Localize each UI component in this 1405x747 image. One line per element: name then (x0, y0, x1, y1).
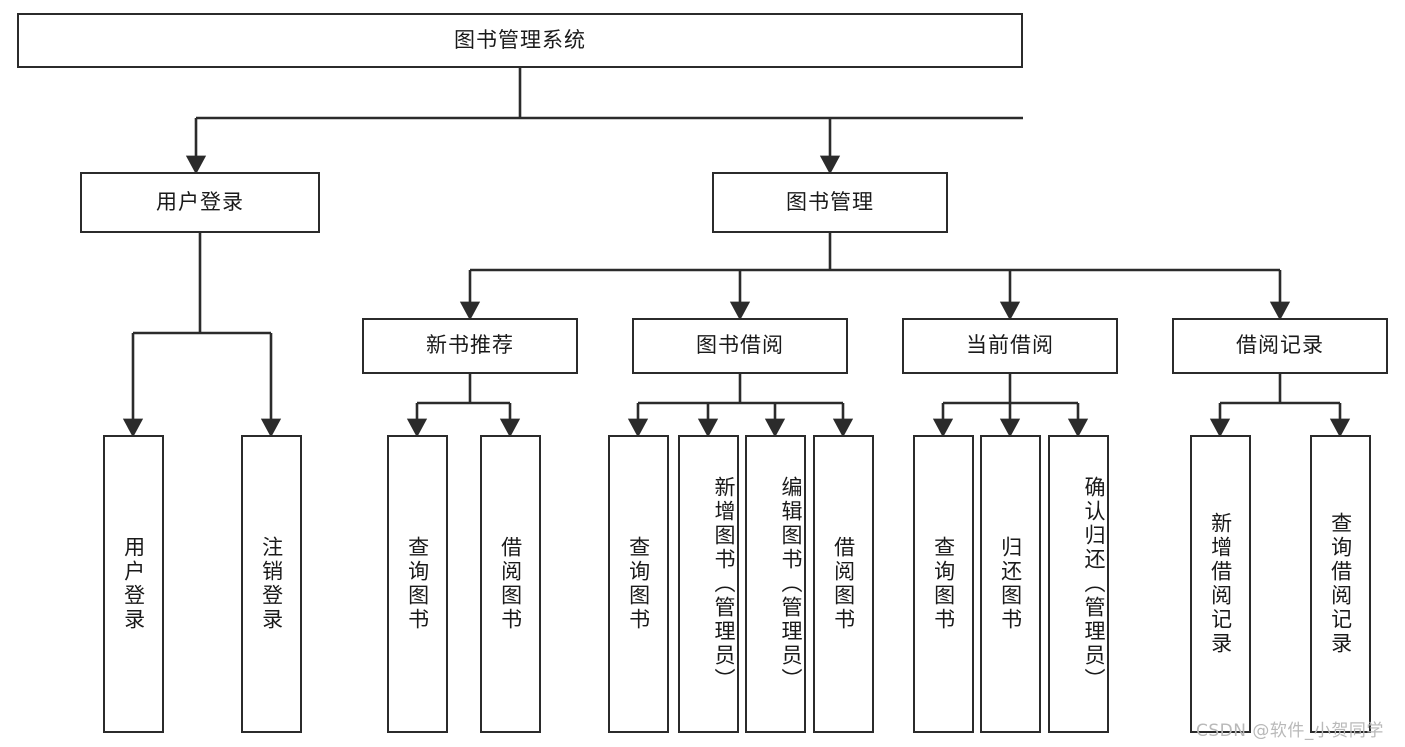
node-book-borrow-label: 图书借阅 (696, 333, 784, 358)
leaf-logout-label: 注销登录 (259, 536, 284, 632)
leaf-query-borrow-record[interactable]: 查询借阅记录 (1310, 435, 1371, 733)
leaf-query-book-current[interactable]: 查询图书 (913, 435, 974, 733)
node-new-book-recommend[interactable]: 新书推荐 (362, 318, 578, 374)
leaf-user-login-label: 用户登录 (121, 536, 146, 632)
leaf-borrow-book-rec-label: 借阅图书 (498, 536, 523, 632)
leaf-query-book-borrow[interactable]: 查询图书 (608, 435, 669, 733)
node-current-borrow-label: 当前借阅 (966, 333, 1054, 358)
leaf-return-book[interactable]: 归还图书 (980, 435, 1041, 733)
node-new-book-recommend-label: 新书推荐 (426, 333, 514, 358)
leaf-confirm-return-label: 确认归还（管理员） (1082, 476, 1106, 692)
leaf-return-book-label: 归还图书 (998, 536, 1023, 632)
leaf-query-book-rec-label: 查询图书 (405, 536, 430, 632)
leaf-add-book-label: 新增图书（管理员） (712, 476, 736, 692)
leaf-borrow-book[interactable]: 借阅图书 (813, 435, 874, 733)
node-user-login-label: 用户登录 (156, 189, 244, 214)
leaf-query-book-current-label: 查询图书 (931, 536, 956, 632)
leaf-borrow-book-label: 借阅图书 (831, 536, 856, 632)
node-borrow-record[interactable]: 借阅记录 (1172, 318, 1388, 374)
node-book-manage-label: 图书管理 (786, 189, 874, 214)
leaf-edit-book-label: 编辑图书（管理员） (779, 476, 803, 692)
node-root[interactable]: 图书管理系统 (17, 13, 1023, 68)
node-current-borrow[interactable]: 当前借阅 (902, 318, 1118, 374)
leaf-query-book-borrow-label: 查询图书 (626, 536, 651, 632)
leaf-add-borrow-record-label: 新增借阅记录 (1208, 512, 1233, 656)
leaf-query-borrow-record-label: 查询借阅记录 (1328, 512, 1353, 656)
node-user-login[interactable]: 用户登录 (80, 172, 320, 233)
node-root-label: 图书管理系统 (454, 27, 586, 52)
leaf-user-login[interactable]: 用户登录 (103, 435, 164, 733)
leaf-confirm-return[interactable]: 确认归还（管理员） (1048, 435, 1109, 733)
leaf-add-borrow-record[interactable]: 新增借阅记录 (1190, 435, 1251, 733)
leaf-edit-book[interactable]: 编辑图书（管理员） (745, 435, 806, 733)
node-book-borrow[interactable]: 图书借阅 (632, 318, 848, 374)
leaf-borrow-book-rec[interactable]: 借阅图书 (480, 435, 541, 733)
node-borrow-record-label: 借阅记录 (1236, 333, 1324, 358)
leaf-logout[interactable]: 注销登录 (241, 435, 302, 733)
node-book-manage[interactable]: 图书管理 (712, 172, 948, 233)
leaf-add-book[interactable]: 新增图书（管理员） (678, 435, 739, 733)
leaf-query-book-rec[interactable]: 查询图书 (387, 435, 448, 733)
